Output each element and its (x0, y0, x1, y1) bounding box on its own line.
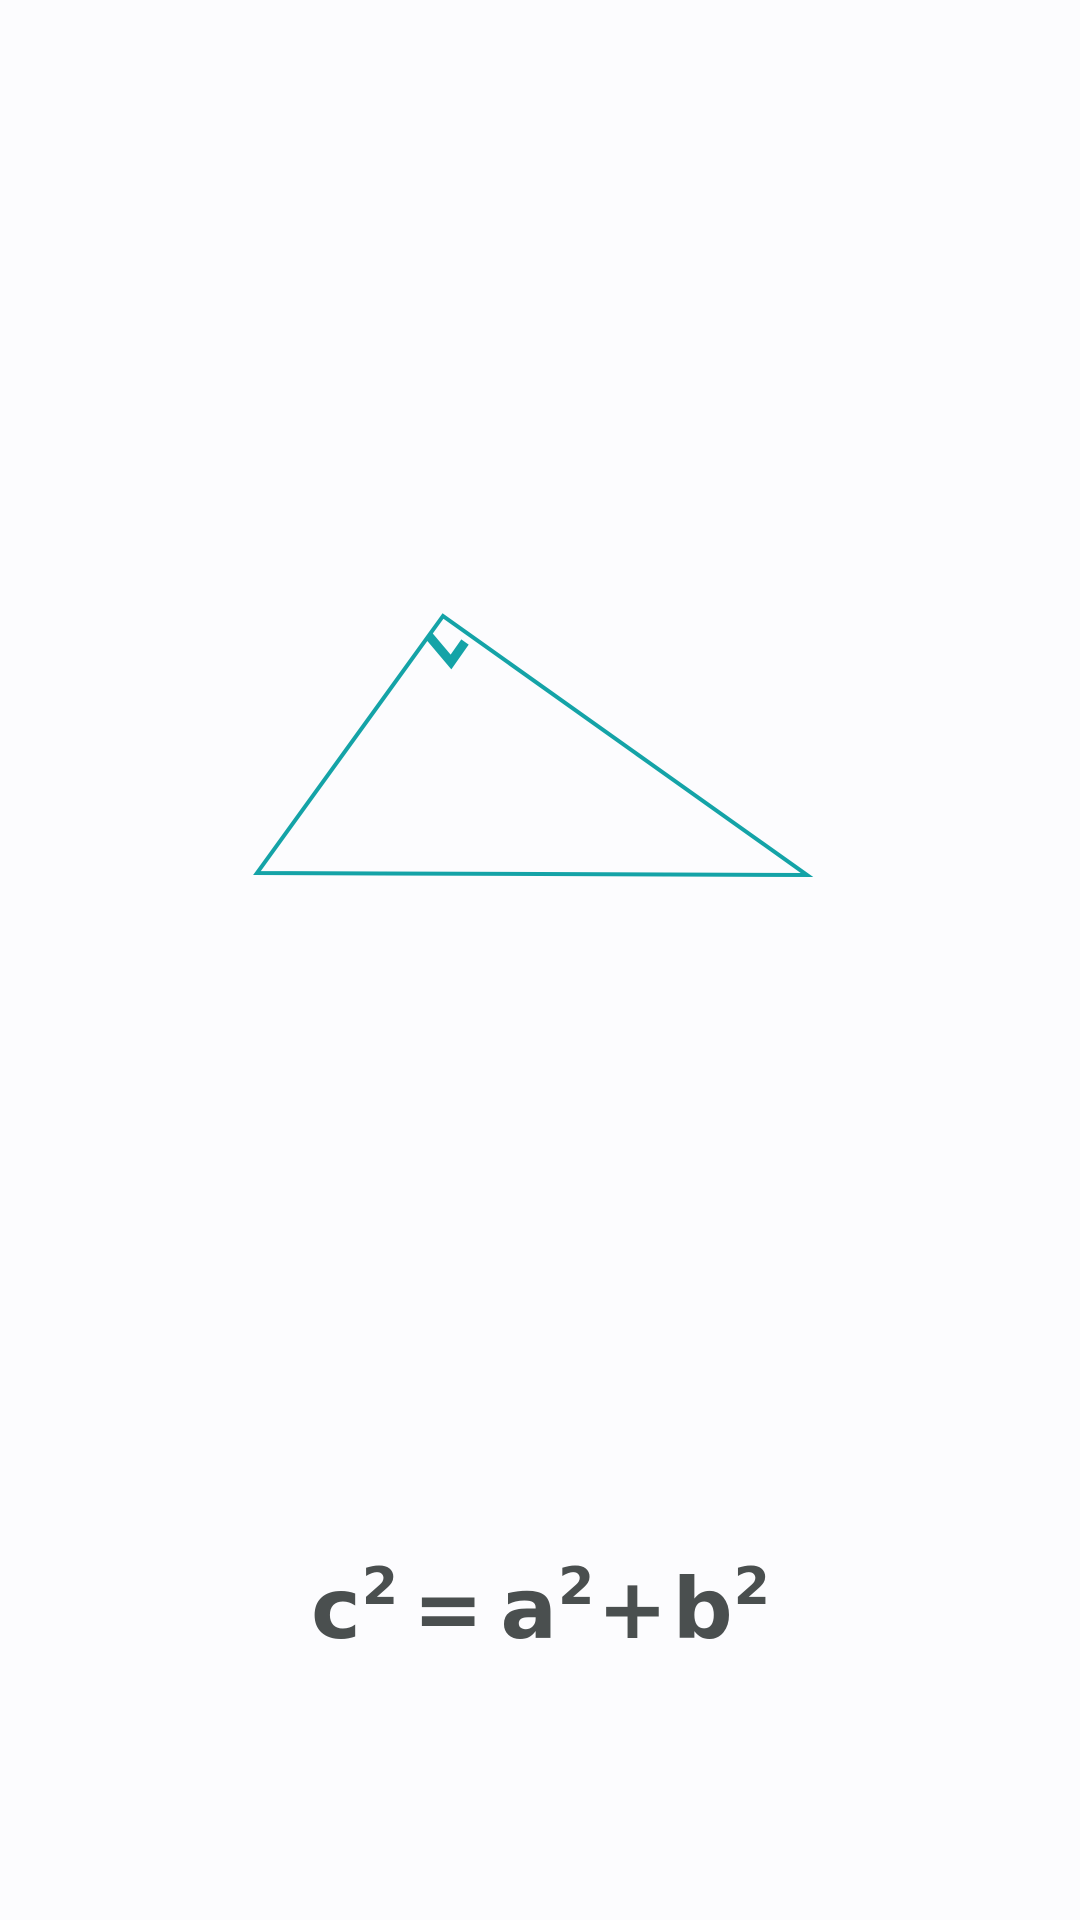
formula-equals: = (413, 1560, 483, 1658)
formula-b-exponent: 2 (733, 1557, 770, 1617)
formula-b: b (672, 1560, 733, 1658)
right-angle-marker (425, 633, 469, 670)
right-triangle (253, 613, 814, 878)
formula-a: a (500, 1560, 557, 1658)
pythagorean-formula: c2=a2+b2 (0, 1557, 1080, 1658)
formula-a-exponent: 2 (558, 1557, 594, 1617)
formula-c-exponent: 2 (361, 1557, 398, 1617)
formula-plus: + (597, 1560, 667, 1658)
formula-c: c (311, 1560, 361, 1658)
